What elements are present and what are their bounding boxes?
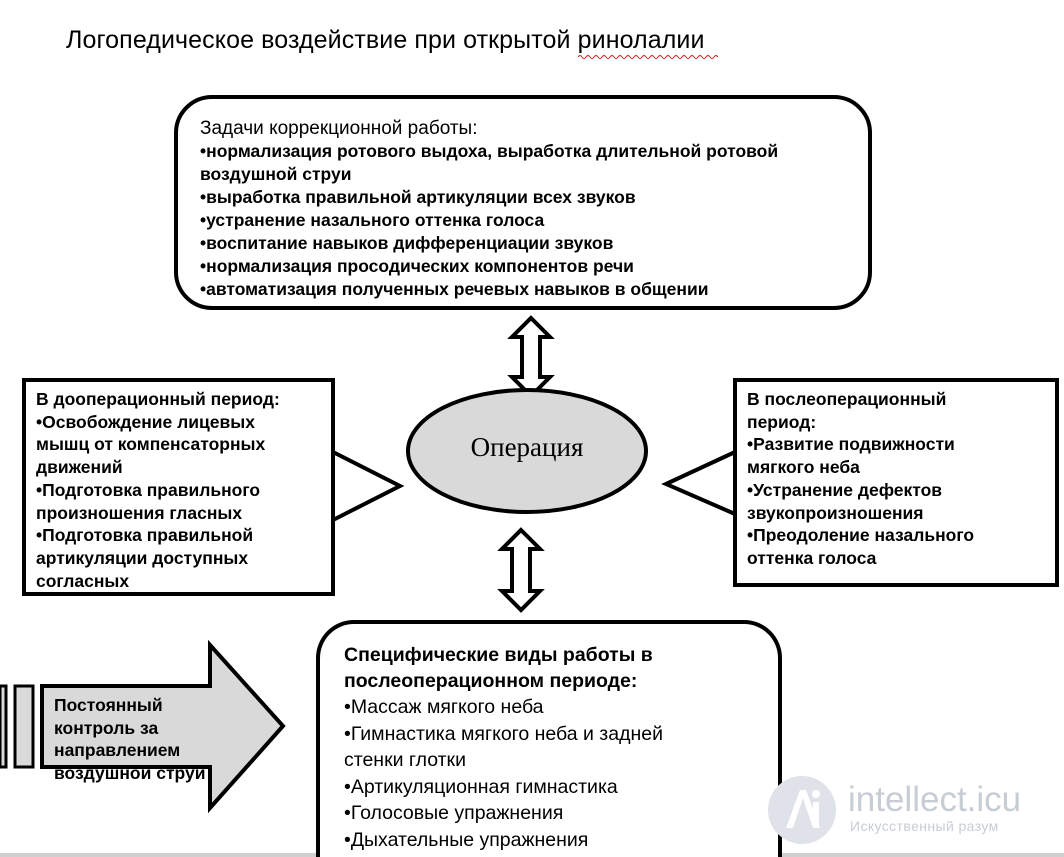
tasks-item: •устранение назального оттенка голоса (200, 210, 545, 230)
left-callout-pointer (332, 450, 405, 522)
control-arrow-label: Постоянный контроль за направлением возд… (54, 694, 205, 784)
postop-heading: В послеоперационный (747, 389, 947, 409)
preop-line: согласных (36, 570, 130, 591)
specific-heading: Специфические виды работы в (344, 644, 653, 666)
postop-line: звукопроизношения (747, 502, 924, 523)
watermark-subtitle: Искусственный разум (850, 818, 999, 834)
tasks-item: •воспитание навыков дифференциации звуко… (200, 233, 614, 253)
preop-line: артикуляции доступных (36, 547, 249, 568)
spellcheck-underline (577, 55, 718, 59)
specific-item: •Артикуляционная гимнастика (344, 775, 618, 798)
postop-heading: период: (747, 411, 817, 432)
postop-box: В послеоперационный период: •Развитие по… (733, 378, 1059, 587)
specific-item: •Голосовые упражнения (344, 802, 564, 824)
preop-line: •Подготовка правильного (36, 479, 261, 500)
right-callout-pointer (661, 450, 736, 516)
postop-line: оттенка голоса (747, 547, 877, 568)
arrow-stripe-2 (13, 684, 35, 769)
operation-ellipse (406, 388, 648, 514)
tasks-item: •нормализация ротового выдоха, выработка… (200, 141, 779, 161)
tasks-box: Задачи коррекционной работы: •нормализац… (174, 95, 872, 310)
operation-label: Операция (470, 432, 584, 462)
double-arrow-bottom (497, 527, 545, 613)
specific-item: •Гимнастика мягкого неба и задней (344, 722, 663, 745)
arrow-stripe-1 (0, 684, 8, 769)
big-arrow-body (40, 639, 286, 814)
postop-line: •Устранение дефектов (747, 479, 943, 500)
tasks-heading: Задачи коррекционной работы: (200, 118, 478, 139)
tasks-item: •нормализация просодических компонентов … (200, 256, 634, 276)
specific-heading: послеоперационном периоде: (344, 670, 638, 692)
preop-box: В дооперационный период: •Освобождение л… (22, 378, 335, 596)
postop-line: мягкого неба (747, 457, 860, 478)
tasks-item: •выработка правильной артикуляции всех з… (200, 187, 636, 207)
preop-line: мышц от компенсаторных (36, 434, 266, 455)
preop-line: произношения гласных (36, 502, 243, 523)
preop-heading: В дооперационный период: (36, 389, 280, 409)
page-title: Логопедическое воздействие при открытой … (66, 26, 718, 59)
tasks-item: воздушной струи (200, 164, 352, 184)
postop-line: •Развитие подвижности (747, 434, 955, 455)
title-underlined-text: ринолалии (577, 26, 705, 54)
title-underlined-word: ринолалии (577, 26, 718, 59)
watermark-logo-icon (768, 776, 836, 844)
specific-item: •Дыхательные упражнения (344, 828, 589, 851)
tasks-item: •автоматизация полученных речевых навыко… (200, 279, 709, 299)
specific-item: •Массаж мягкого неба (344, 696, 544, 718)
control-line: Постоянный (54, 695, 163, 715)
preop-line: движений (36, 457, 123, 478)
specific-work-box: Специфические виды работы в послеопераци… (316, 620, 782, 857)
preop-line: •Освобождение лицевых (36, 411, 255, 432)
postop-line: •Преодоление назального (747, 525, 975, 546)
watermark-name: intellect.icu (848, 780, 1022, 819)
control-line: воздушной струи (54, 762, 206, 783)
double-arrow-top (507, 315, 555, 399)
control-line: контроль за (54, 717, 159, 738)
control-line: направлением (54, 740, 181, 760)
specific-item: стенки глотки (344, 749, 466, 771)
title-text: Логопедическое воздействие при открытой (66, 26, 578, 54)
preop-line: •Подготовка правильной (36, 525, 254, 546)
